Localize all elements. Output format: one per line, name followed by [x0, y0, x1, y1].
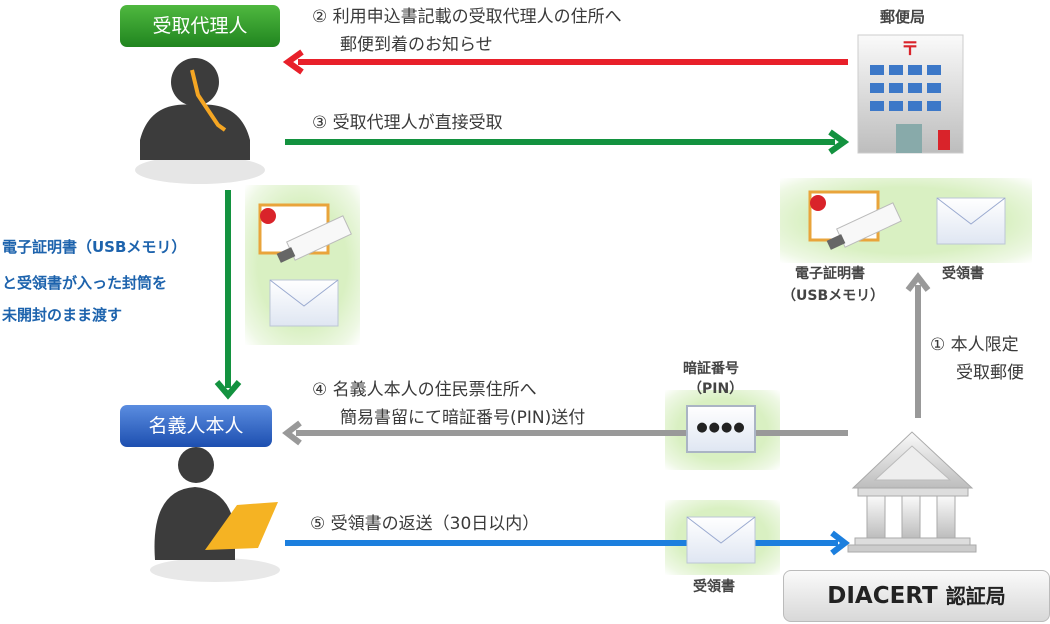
- svg-text:〒: 〒: [901, 39, 919, 60]
- arrow-return: [285, 530, 850, 556]
- pin-label-line2: （PIN）: [688, 381, 744, 397]
- step2-text-line2: 郵便到着のお知らせ: [340, 35, 493, 55]
- handover-note-line1: 電子証明書（USBメモリ）: [2, 238, 187, 256]
- envelope-icon: [686, 516, 756, 564]
- arrow-pickup: [285, 129, 850, 155]
- handover-note-line2: と受領書が入った封筒を: [2, 274, 168, 292]
- post-office-icon: 〒: [857, 34, 964, 154]
- envelope-icon: [936, 197, 1006, 245]
- ca-suffix: 認証局: [945, 584, 1006, 608]
- holder-badge: 名義人本人: [120, 405, 272, 447]
- certification-authority-building-icon: [847, 431, 977, 553]
- step1-text-line2: 受取郵便: [956, 363, 1024, 383]
- holder-with-laptop-icon: [150, 447, 280, 582]
- ca-logo: DIACERT 認証局: [783, 570, 1050, 622]
- receipt-return-label: 受領書: [693, 579, 735, 595]
- agent-on-phone-icon: [135, 58, 265, 184]
- step1-text-line1: ① 本人限定: [930, 335, 1019, 355]
- certificate-usb-icon: [808, 190, 902, 250]
- pin-label-line1: 暗証番号: [683, 361, 739, 377]
- pin-mask: ●●●●: [696, 420, 746, 435]
- arrow-issue: [905, 272, 931, 418]
- envelope-icon: [269, 279, 339, 327]
- ca-brand: DIACERT: [827, 583, 938, 609]
- step5-text: ⑤ 受領書の返送（30日以内）: [310, 514, 540, 534]
- arrow-handover: [214, 190, 242, 400]
- arrow-notice: [282, 49, 848, 75]
- step3-text: ③ 受取代理人が直接受取: [312, 113, 503, 133]
- receipt-label: 受領書: [942, 266, 984, 282]
- post-office-label: 郵便局: [880, 8, 926, 26]
- handover-note-line3: 未開封のまま渡す: [2, 306, 123, 324]
- pin-card-icon: [686, 405, 756, 453]
- certificate-usb-icon: [258, 203, 352, 263]
- step2-text-line1: ② 利用申込書記載の受取代理人の住所へ: [312, 7, 622, 27]
- step4-text-line1: ④ 名義人本人の住民票住所へ: [312, 380, 537, 400]
- cert-label-line1: 電子証明書: [795, 266, 865, 282]
- cert-label-line2: （USBメモリ）: [782, 288, 885, 304]
- step4-text-line2: 簡易書留にて暗証番号(PIN)送付: [340, 408, 586, 428]
- agent-badge: 受取代理人: [120, 5, 280, 47]
